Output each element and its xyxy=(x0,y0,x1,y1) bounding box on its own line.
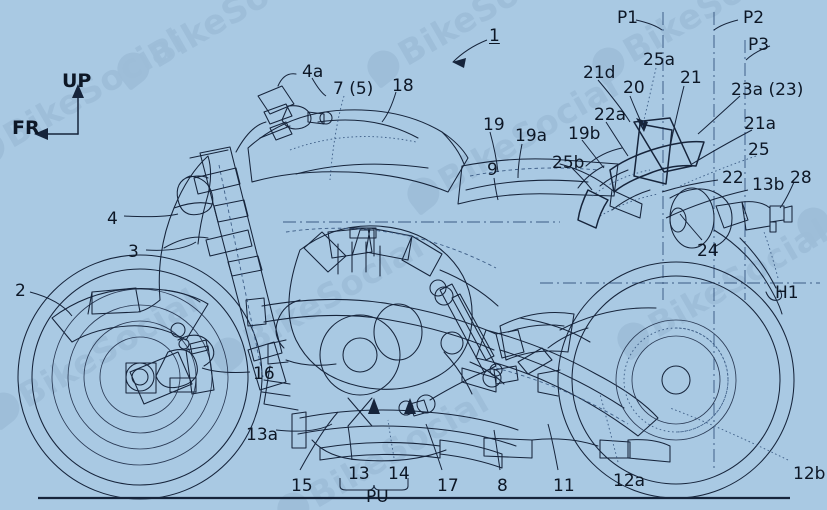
plane-label-p3: P3 xyxy=(748,35,770,55)
callout-label-17: 17 xyxy=(437,476,459,496)
orientation-arrows xyxy=(34,84,84,140)
front-fender xyxy=(51,288,209,343)
callout-label-18: 18 xyxy=(392,76,414,96)
side-cover xyxy=(499,311,575,361)
chain-guard xyxy=(547,327,589,349)
callout-label-9: 9 xyxy=(487,160,498,180)
callout-label-25a: 25a xyxy=(643,50,676,70)
tail-section xyxy=(577,117,705,229)
callout-label-14: 14 xyxy=(388,464,410,484)
callout-label-25: 25 xyxy=(748,140,770,160)
callout-label-15: 15 xyxy=(291,476,313,496)
callout-label-2: 2 xyxy=(15,281,26,301)
up-label: UP xyxy=(62,70,92,92)
leader-lines xyxy=(29,19,795,491)
callout-label-22: 22 xyxy=(722,168,744,188)
front-brake-caliper xyxy=(155,322,215,395)
callout-label-13a: 13a xyxy=(246,425,279,445)
callout-label-19a: 19a xyxy=(515,126,548,146)
callout-label-3: 3 xyxy=(128,242,139,262)
plane-label-p2: P2 xyxy=(743,8,765,28)
muffler xyxy=(669,187,793,315)
callout-label-4: 4 xyxy=(107,209,118,229)
callout-label-24: 24 xyxy=(697,241,719,261)
callout-label-16: 16 xyxy=(253,364,275,384)
callout-label-19: 19 xyxy=(483,115,505,135)
swingarm xyxy=(475,317,659,437)
front-cowl xyxy=(87,155,214,315)
rear-hugger xyxy=(559,307,657,331)
callout-label-75: 7 (5) xyxy=(333,79,374,99)
callout-label-21d: 21d xyxy=(583,63,616,83)
seat-and-subframe xyxy=(457,158,643,219)
callout-label-21a: 21a xyxy=(744,114,777,134)
callout-label-12b: 12b xyxy=(793,464,826,484)
footpeg-assembly xyxy=(461,347,553,393)
callout-label-1: 1 xyxy=(489,26,500,46)
exhaust-headers xyxy=(291,397,671,469)
rear-wheel xyxy=(537,261,795,499)
callout-label-4a: 4a xyxy=(302,62,324,82)
fender-edge xyxy=(163,289,201,303)
callout-label-8: 8 xyxy=(497,476,508,496)
callout-label-PU: PU xyxy=(366,487,389,507)
handlebar-assembly xyxy=(257,73,333,141)
frame xyxy=(245,227,525,359)
callout-label-25b: 25b xyxy=(552,153,585,173)
callout-label-13b: 13b xyxy=(752,175,785,195)
front-wheel xyxy=(17,254,263,500)
callout-label-20: 20 xyxy=(623,78,645,98)
callout-label-21: 21 xyxy=(680,68,702,88)
callout-label-22a: 22a xyxy=(594,105,627,125)
callout-label-19b: 19b xyxy=(568,124,601,144)
fuel-tank xyxy=(247,109,469,193)
callout-label-12a: 12a xyxy=(613,471,646,491)
engine xyxy=(261,225,473,411)
callout-label-23a23: 23a (23) xyxy=(731,80,804,100)
callout-label-11: 11 xyxy=(553,476,575,496)
front-fork-assembly xyxy=(129,121,287,405)
plane-label-p1: P1 xyxy=(617,8,639,28)
callout-label-H1: H1 xyxy=(775,283,799,303)
callout-label-13: 13 xyxy=(348,464,370,484)
callout-label-28: 28 xyxy=(790,168,812,188)
rear-suspension-linkage xyxy=(398,279,505,417)
front-label: FR xyxy=(12,117,40,139)
